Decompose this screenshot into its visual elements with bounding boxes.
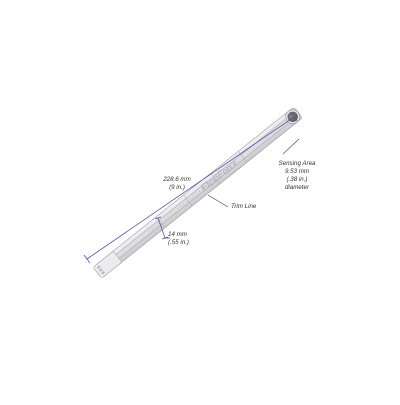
length-imperial: (9 in.) xyxy=(169,184,185,192)
trim-line-label: Trim Line xyxy=(231,203,257,210)
sensing-area-label: Sensing Area 9.53 mm (.38 in.) diameter xyxy=(272,160,322,192)
width-label: 14 mm (.55 in.) xyxy=(168,231,189,247)
connector-pins xyxy=(96,265,105,275)
sensing-area-unit: diameter xyxy=(284,184,310,192)
length-metric: 228.6 mm xyxy=(163,176,191,183)
sensing-area-title: Sensing Area xyxy=(278,160,316,167)
width-imperial: (.55 in.) xyxy=(168,239,189,247)
brand-text: FlexiForce xyxy=(198,157,241,194)
trace-lower xyxy=(118,123,289,259)
length-label: 228.6 mm (9 in.) xyxy=(160,176,194,192)
sensing-area-imperial: (.38 in.) xyxy=(286,176,308,184)
sensing-area-metric: 9.53 mm xyxy=(284,168,310,176)
trim-marks xyxy=(156,151,248,228)
width-dimension xyxy=(154,216,170,240)
width-metric: 14 mm xyxy=(168,231,187,238)
length-dimension xyxy=(83,112,298,264)
trim-line-leader xyxy=(207,194,229,208)
sensing-area-leader xyxy=(282,138,300,155)
